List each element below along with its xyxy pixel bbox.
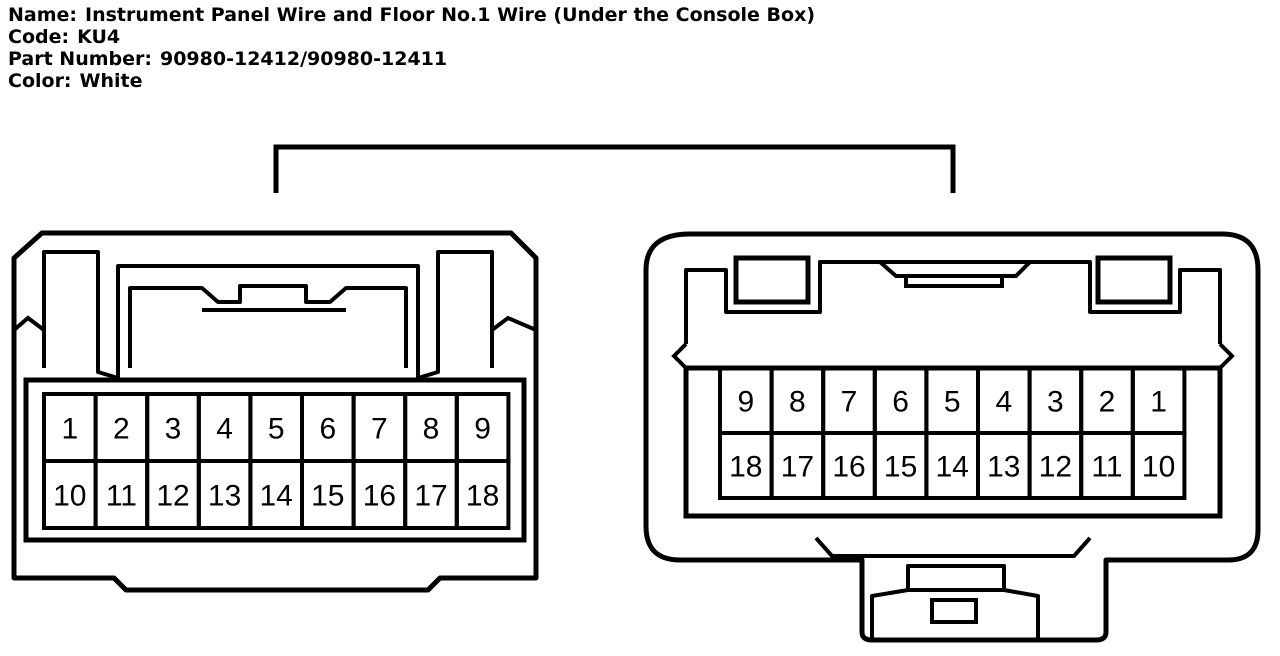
left-pin-label-15: 15 [311, 480, 344, 513]
code-line: Code: KU4 [8, 26, 815, 48]
left-pin-label-18: 18 [466, 480, 499, 513]
right-pin-label-12: 12 [1039, 451, 1072, 484]
part-number-line: Part Number: 90980-12412/90980-12411 [8, 48, 815, 70]
right-pin-label-9: 9 [737, 386, 754, 419]
code-label: Code: [8, 26, 70, 48]
left-pin-label-2: 2 [113, 413, 130, 446]
right-pin-label-4: 4 [995, 386, 1012, 419]
left-connector-inner-wall [42, 250, 494, 380]
left-pin-label-8: 8 [423, 413, 440, 446]
left-pin-label-13: 13 [208, 480, 241, 513]
connector-info: Name: Instrument Panel Wire and Floor No.… [8, 4, 815, 92]
right-pin-label-3: 3 [1047, 386, 1064, 419]
part-number-value: 90980-12412/90980-12411 [159, 48, 448, 70]
right-pin-label-17: 17 [781, 451, 814, 484]
right-connector-housing [643, 231, 1261, 643]
right-pin-label-14: 14 [936, 451, 969, 484]
left-pin-label-3: 3 [165, 413, 182, 446]
right-pin-label-18: 18 [729, 451, 762, 484]
view-link-bracket [273, 144, 956, 193]
left-pin-label-16: 16 [363, 480, 396, 513]
name-value: Instrument Panel Wire and Floor No.1 Wir… [85, 4, 816, 26]
right-connector-top-key [878, 260, 1032, 278]
left-pin-cavity-18 [454, 459, 511, 530]
right-connector-bottom-chamfer [814, 536, 1092, 558]
left-pin-label-7: 7 [371, 413, 388, 446]
right-pin-label-10: 10 [1142, 451, 1175, 484]
right-pin-label-11: 11 [1091, 451, 1122, 484]
left-connector-housing [11, 230, 539, 593]
left-connector-lock-tab [128, 284, 408, 368]
name-label: Name: [8, 4, 78, 26]
color-value: White [79, 70, 143, 92]
left-pin-label-11: 11 [106, 480, 137, 513]
right-pin-label-13: 13 [987, 451, 1020, 484]
right-connector-latch-right [1095, 255, 1173, 305]
left-connector-side-notch-left [12, 315, 46, 332]
right-connector-bottom-lock-slot [930, 598, 978, 624]
right-connector-bottom-lock [870, 564, 1040, 640]
right-pin-label-5: 5 [944, 386, 961, 419]
right-connector-top-key-slot [904, 274, 1004, 288]
color-line: Color: White [8, 70, 815, 92]
part-number-label: Part Number: [8, 48, 152, 70]
right-pin-label-15: 15 [884, 451, 917, 484]
color-label: Color: [8, 70, 72, 92]
right-pin-label-6: 6 [892, 386, 909, 419]
left-pin-label-4: 4 [216, 413, 233, 446]
left-pin-label-6: 6 [319, 413, 336, 446]
left-connector-terminal-frame [23, 377, 527, 543]
left-pin-label-12: 12 [156, 480, 189, 513]
left-pin-label-5: 5 [268, 413, 285, 446]
code-value: KU4 [77, 26, 121, 48]
name-line: Name: Instrument Panel Wire and Floor No.… [8, 4, 815, 26]
right-connector-side-step-right [1218, 342, 1235, 370]
left-pin-label-14: 14 [260, 480, 293, 513]
right-connector-inner-wall [684, 260, 1222, 344]
right-pin-label-1: 1 [1150, 386, 1167, 419]
left-pin-label-10: 10 [53, 480, 86, 513]
left-pin-label-1: 1 [61, 413, 78, 446]
left-pin-label-9: 9 [474, 413, 491, 446]
right-pin-label-2: 2 [1099, 386, 1116, 419]
right-connector-latch-left [733, 255, 811, 305]
right-pin-label-8: 8 [789, 386, 806, 419]
right-pin-label-16: 16 [832, 451, 865, 484]
right-pin-cavity-10 [1130, 431, 1187, 500]
left-connector-side-notch-right [490, 315, 537, 332]
right-connector-side-step-left [671, 342, 688, 370]
right-pin-label-7: 7 [841, 386, 858, 419]
right-pin-grid: 9 8 7 6 5 4 3 2 1 18 17 16 15 14 13 12 11 10 [718, 366, 1187, 500]
right-connector: 9 8 7 6 5 4 3 2 1 18 17 16 15 14 13 12 11 10 [643, 231, 1261, 643]
left-pin-label-17: 17 [414, 480, 447, 513]
